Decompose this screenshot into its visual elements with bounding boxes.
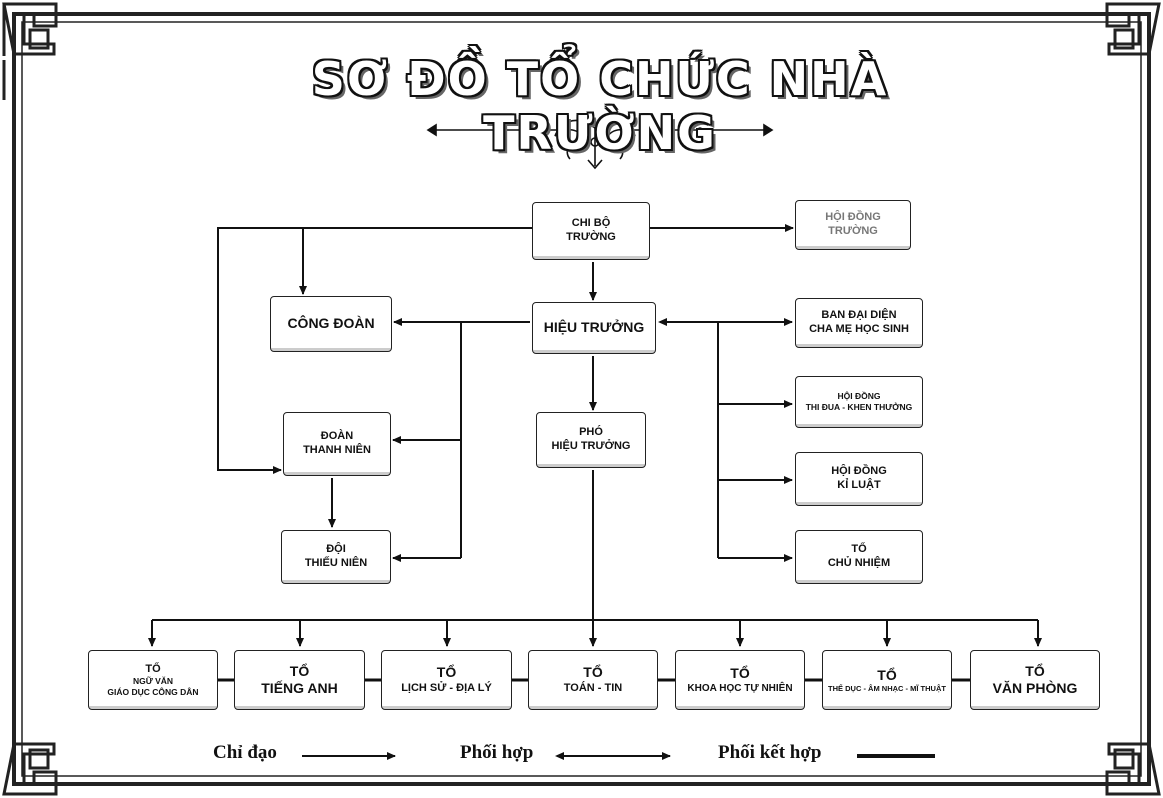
node-line: TỔ [437, 664, 456, 682]
node-doan-thanh-nien: ĐOÀN THANH NIÊN [283, 412, 391, 476]
node-line: KHOA HỌC TỰ NHIÊN [687, 683, 792, 696]
node-line: TỔ [877, 667, 896, 685]
department-lich-su-dia-ly: TỔ LỊCH SỬ - ĐỊA LÝ [381, 650, 512, 710]
node-pho-hieu-truong: PHÓ HIỆU TRƯỞNG [536, 412, 646, 468]
node-line: NGỮ VĂN [133, 676, 173, 687]
node-line: CÔNG ĐOÀN [287, 315, 374, 333]
legend-chi-dao: Chỉ đạo [213, 742, 277, 764]
node-line: TOÁN - TIN [564, 682, 622, 696]
node-cong-doan: CÔNG ĐOÀN [270, 296, 392, 352]
node-line: HIỆU TRƯỞNG [551, 440, 630, 454]
node-line: VĂN PHÒNG [993, 680, 1078, 698]
node-line: TỔ [851, 543, 866, 557]
node-line: TỔ [1025, 663, 1044, 681]
node-line: TRƯỜNG [828, 225, 878, 239]
node-chi-bo-truong: CHI BỘ TRƯỜNG [532, 202, 650, 260]
legend-phoi-hop: Phối hợp [460, 742, 533, 764]
node-line: GIÁO DỤC CÔNG DÂN [107, 687, 198, 698]
department-toan-tin: TỔ TOÁN - TIN [528, 650, 658, 710]
node-line: TRƯỜNG [566, 231, 616, 245]
node-line: TIẾNG ANH [261, 680, 337, 698]
node-line: HỘI ĐỒNG [831, 465, 887, 479]
legend-phoi-ket-hop: Phối kết hợp [718, 742, 821, 764]
node-to-chu-nhiem: TỔ CHỦ NHIỆM [795, 530, 923, 584]
node-line: CHỦ NHIỆM [828, 557, 890, 571]
node-line: TỔ [145, 663, 160, 677]
node-line: THIẾU NIÊN [305, 557, 367, 571]
node-line: CHI BỘ [572, 217, 611, 231]
node-ban-dai-dien: BAN ĐẠI DIỆN CHA MẸ HỌC SINH [795, 298, 923, 348]
node-line: TỔ [730, 665, 749, 683]
node-line: THANH NIÊN [303, 444, 371, 458]
node-line: THỂ DỤC - ÂM NHẠC - MĨ THUẬT [828, 684, 946, 693]
node-line: KỈ LUẬT [837, 479, 880, 493]
department-tieng-anh: TỔ TIẾNG ANH [234, 650, 365, 710]
node-line: BAN ĐẠI DIỆN [821, 309, 896, 323]
node-doi-thieu-nien: ĐỘI THIẾU NIÊN [281, 530, 391, 584]
node-line: HỘI ĐỒNG [825, 211, 881, 225]
node-line: CHA MẸ HỌC SINH [809, 323, 909, 337]
node-hoi-dong-truong: HỘI ĐỒNG TRƯỜNG [795, 200, 911, 250]
node-line: LỊCH SỬ - ĐỊA LÝ [401, 682, 492, 696]
node-line: PHÓ [579, 426, 603, 440]
node-line: TỔ [290, 663, 309, 681]
department-ngu-van: TỔ NGỮ VĂN GIÁO DỤC CÔNG DÂN [88, 650, 218, 710]
node-hoi-dong-ki-luat: HỘI ĐỒNG KỈ LUẬT [795, 452, 923, 506]
node-hoi-dong-thi-dua: HỘI ĐỒNG THI ĐUA - KHEN THƯỞNG [795, 376, 923, 428]
node-hieu-truong: HIỆU TRƯỞNG [532, 302, 656, 354]
node-line: ĐOÀN [321, 430, 353, 444]
node-line: TỔ [583, 664, 602, 682]
node-line: HIỆU TRƯỞNG [544, 319, 645, 337]
department-van-phong: TỔ VĂN PHÒNG [970, 650, 1100, 710]
page-title: SƠ ĐỒ TỔ CHỨC NHÀ TRƯỜNG [200, 52, 1000, 160]
node-line: HỘI ĐỒNG [838, 391, 881, 402]
department-khoa-hoc-tu-nhien: TỔ KHOA HỌC TỰ NHIÊN [675, 650, 805, 710]
department-the-duc: TỔ THỂ DỤC - ÂM NHẠC - MĨ THUẬT [822, 650, 952, 710]
node-line: ĐỘI [326, 543, 346, 557]
node-line: THI ĐUA - KHEN THƯỞNG [806, 402, 913, 413]
